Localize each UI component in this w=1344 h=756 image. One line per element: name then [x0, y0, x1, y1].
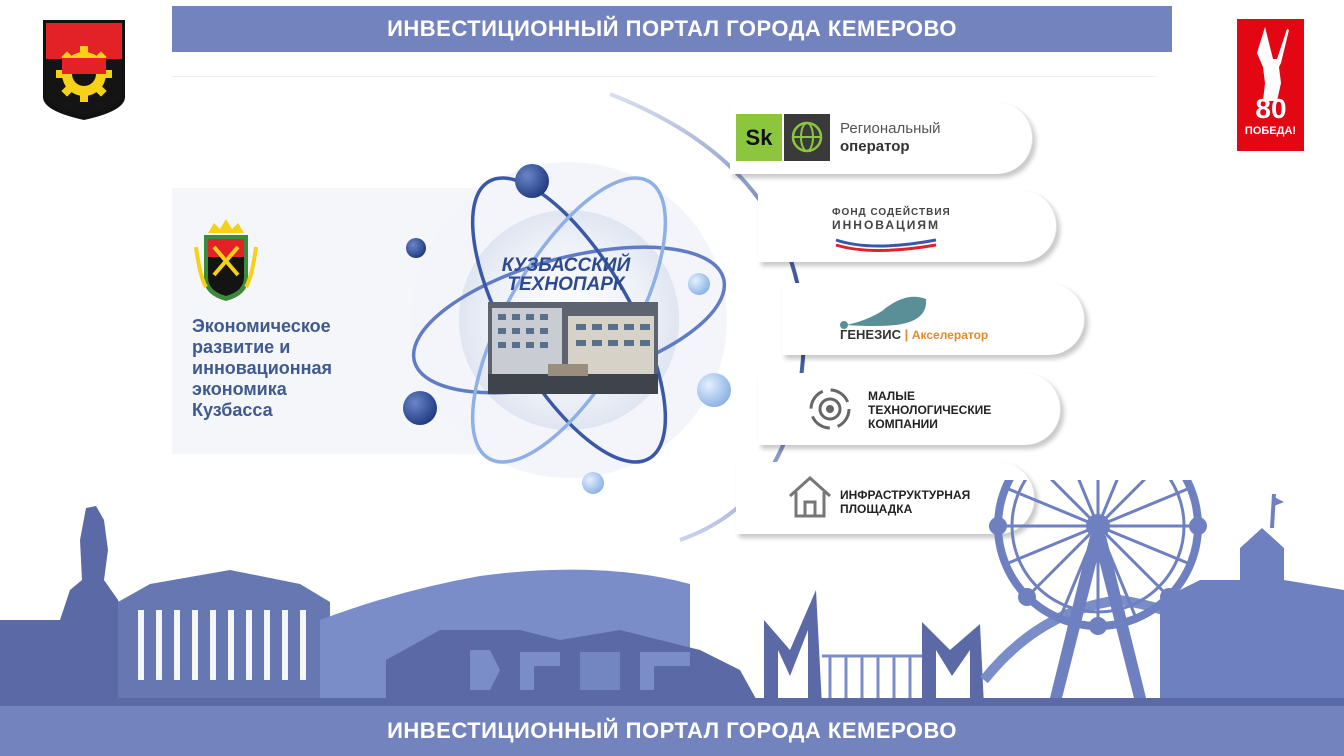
infra-line-2: ПЛОЩАДКА [840, 502, 913, 516]
ferris-wheel-icon [989, 480, 1207, 706]
partner-innovation-fund[interactable]: ФОНД СОДЕЙСТВИЯ ИННОВАЦИЯМ [758, 190, 1057, 262]
fund-line-2: ИННОВАЦИЯМ [832, 218, 941, 232]
kemerovo-coat-of-arms [43, 20, 125, 120]
m-gate-right [922, 622, 984, 706]
atom-particle [515, 164, 549, 198]
technopark-building-image [488, 302, 658, 394]
kuzbass-coat-of-arms [194, 219, 258, 301]
small-tech-line-1: МАЛЫЕ [868, 389, 915, 403]
partner-genesis[interactable]: ГЕНЕЗИС | Акселератор [782, 283, 1085, 355]
motherland-statue-icon [1257, 27, 1289, 101]
technopark-title: КУЗБАССКИЙ ТЕХНОПАРК [470, 256, 662, 294]
victory-number: 80 [1255, 93, 1287, 124]
globe-icon [784, 114, 830, 161]
fund-text: ФОНД СОДЕЙСТВИЯ ИННОВАЦИЯМ [832, 206, 951, 232]
small-tech-line-2: ТЕХНОЛОГИЧЕСКИЕ [868, 403, 992, 417]
header-bar: ИНВЕСТИЦИОННЫЙ ПОРТАЛ ГОРОДА КЕМЕРОВО [172, 6, 1172, 52]
economy-line-5: Кузбасса [192, 400, 273, 420]
infra-text: ИНФРАСТРУКТУРНАЯ ПЛОЩАДКА [840, 488, 970, 516]
economy-line-3: инновационная [192, 358, 333, 378]
header-title: ИНВЕСТИЦИОННЫЙ ПОРТАЛ ГОРОДА КЕМЕРОВО [387, 16, 957, 41]
genesis-text: ГЕНЕЗИС | Акселератор [840, 327, 989, 342]
fund-line-1: ФОНД СОДЕЙСТВИЯ [832, 207, 951, 218]
partner-small-tech-companies[interactable]: МАЛЫЕ ТЕХНОЛОГИЧЕСКИЕ КОМПАНИИ [758, 373, 1061, 445]
infra-line-1: ИНФРАСТРУКТУРНАЯ [840, 488, 971, 502]
economy-line-4: экономика [192, 379, 287, 399]
technopark-title-line-2: ТЕХНОПАРК [507, 274, 625, 295]
header-divider [172, 76, 1157, 77]
footer-bar: ИНВЕСТИЦИОННЫЙ ПОРТАЛ ГОРОДА КЕМЕРОВО [0, 706, 1344, 756]
skolkovo-text: Региональный оператор [840, 120, 941, 156]
flag-wave-icon [835, 238, 937, 252]
skolkovo-line-2: оператор [840, 138, 910, 155]
small-tech-text: МАЛЫЕ ТЕХНОЛОГИЧЕСКИЕ КОМПАНИИ [868, 389, 991, 431]
partner-skolkovo[interactable]: Sk Региональный оператор [730, 102, 1033, 174]
economy-description: Экономическое развитие и инновационная э… [192, 316, 392, 421]
partner-infrastructure[interactable]: ИНФРАСТРУКТУРНАЯ ПЛОЩАДКА [736, 462, 1035, 534]
economy-line-1: Экономическое [192, 316, 331, 336]
economy-line-2: развитие и [192, 337, 291, 357]
house-icon [788, 475, 832, 518]
victory-80-badge: 80 ПОБЕДА! [1237, 19, 1304, 151]
skolkovo-logo: Sk [736, 114, 782, 161]
gears-icon [809, 388, 851, 430]
technopark-title-line-1: КУЗБАССКИЙ [501, 255, 631, 276]
genesis-suffix: Акселератор [911, 328, 989, 342]
genesis-leaf-icon [840, 296, 927, 329]
monument-silhouette [0, 506, 130, 706]
skolkovo-line-1: Региональный [840, 120, 941, 137]
victory-text: ПОБЕДА! [1244, 125, 1297, 137]
footer-title: ИНВЕСТИЦИОННЫЙ ПОРТАЛ ГОРОДА КЕМЕРОВО [387, 718, 957, 743]
city-skyline [0, 480, 1344, 706]
m-gate-left [764, 590, 822, 706]
genesis-name: ГЕНЕЗИС [840, 327, 901, 342]
small-tech-line-3: КОМПАНИИ [868, 417, 938, 431]
